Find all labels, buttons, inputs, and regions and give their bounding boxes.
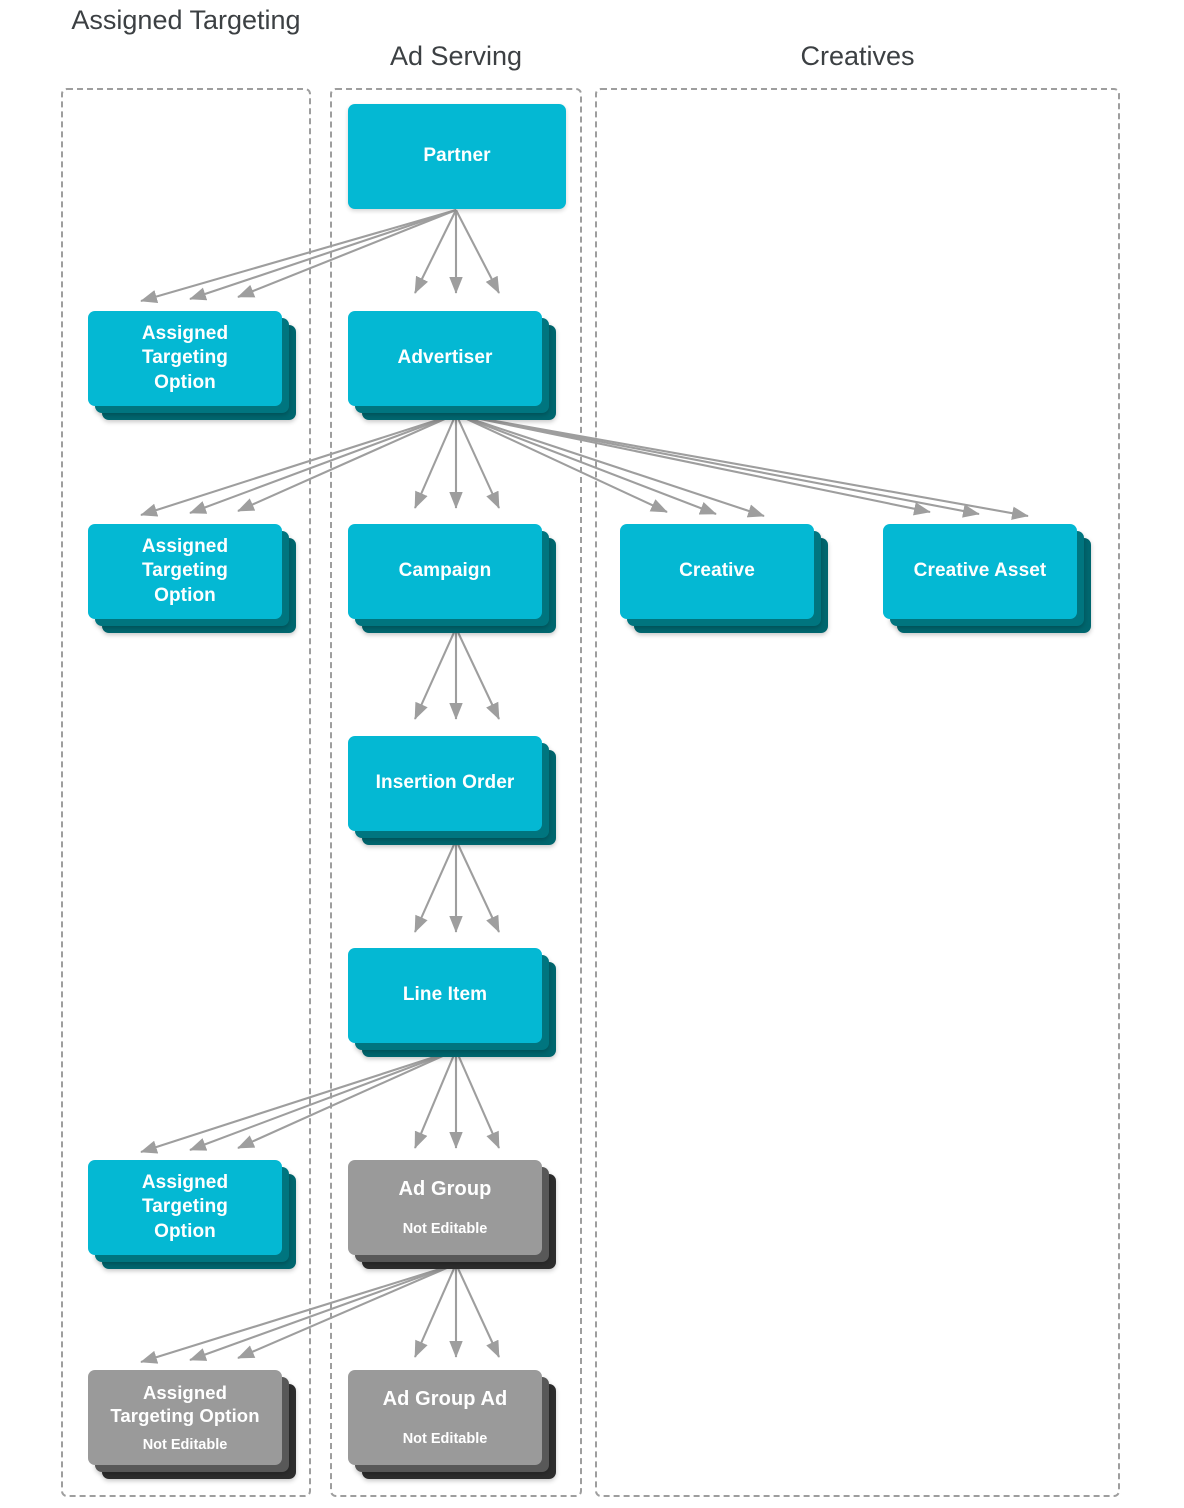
card-layer-front: Assigned Targeting Option (88, 524, 282, 619)
node-assigned-targeting-option-advertiser[interactable]: Assigned Targeting Option (88, 524, 296, 633)
node-ad-group-ad[interactable]: Ad Group Ad Not Editable (348, 1370, 556, 1479)
node-label: Partner (423, 145, 491, 167)
column-header-ad-serving: Ad Serving (389, 41, 523, 71)
node-advertiser[interactable]: Advertiser (348, 311, 556, 420)
card-layer-front: Insertion Order (348, 736, 542, 831)
node-label: Creative (679, 560, 755, 582)
card-layer-front: Assigned Targeting Option (88, 1160, 282, 1255)
column-frame-assigned-targeting (61, 88, 311, 1497)
card-layer-front: Assigned Targeting Option Not Editable (88, 1370, 282, 1465)
node-label: Assigned Targeting Option (141, 323, 229, 393)
node-editability-badge: Not Editable (142, 1436, 228, 1453)
node-editability-badge: Not Editable (402, 1430, 488, 1447)
node-insertion-order[interactable]: Insertion Order (348, 736, 556, 845)
column-header-assigned-targeting: Assigned Targeting (71, 5, 301, 35)
card-layer-front: Creative Asset (883, 524, 1077, 619)
node-label: Advertiser (397, 347, 493, 369)
card-layer-front: Creative (620, 524, 814, 619)
column-frame-creatives (595, 88, 1120, 1497)
node-assigned-targeting-option-ad-group[interactable]: Assigned Targeting Option Not Editable (88, 1370, 296, 1479)
node-label: Creative Asset (913, 560, 1047, 582)
card-layer-front: Advertiser (348, 311, 542, 406)
node-label: Assigned Targeting Option (141, 536, 229, 606)
card-layer-front: Ad Group Not Editable (348, 1160, 542, 1255)
node-assigned-targeting-option-line-item[interactable]: Assigned Targeting Option (88, 1160, 296, 1269)
node-label: Line Item (402, 984, 488, 1006)
node-ad-group[interactable]: Ad Group Not Editable (348, 1160, 556, 1269)
node-creative-asset[interactable]: Creative Asset (883, 524, 1091, 633)
node-creative[interactable]: Creative (620, 524, 828, 633)
card-layer-front: Ad Group Ad Not Editable (348, 1370, 542, 1465)
node-label: Ad Group Ad (382, 1388, 508, 1410)
card-layer-front: Assigned Targeting Option (88, 311, 282, 406)
node-label: Ad Group (398, 1178, 492, 1200)
node-campaign[interactable]: Campaign (348, 524, 556, 633)
card-layer-front: Partner (348, 104, 566, 209)
node-label: Campaign (398, 560, 492, 582)
column-frame-ad-serving (330, 88, 582, 1497)
node-assigned-targeting-option-partner[interactable]: Assigned Targeting Option (88, 311, 296, 420)
node-editability-badge: Not Editable (402, 1220, 488, 1237)
card-layer-front: Line Item (348, 948, 542, 1043)
node-label: Insertion Order (375, 772, 515, 794)
column-header-creatives: Creatives (800, 41, 915, 71)
card-layer-front: Campaign (348, 524, 542, 619)
node-label: Assigned Targeting Option (110, 1381, 260, 1427)
node-partner[interactable]: Partner (348, 104, 566, 209)
node-line-item[interactable]: Line Item (348, 948, 556, 1057)
node-label: Assigned Targeting Option (141, 1172, 229, 1242)
